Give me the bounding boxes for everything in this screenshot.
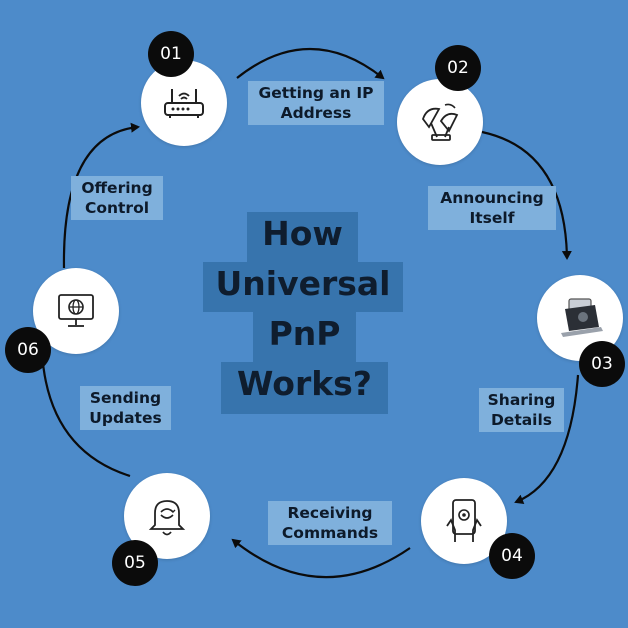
router-icon xyxy=(164,89,204,118)
satellite-dish-icon xyxy=(421,103,459,141)
step-label-sending: Sending Updates xyxy=(80,386,171,430)
step-01-badge: 01 xyxy=(148,31,194,77)
title-line-1: How xyxy=(247,212,358,262)
title-line-4: Works? xyxy=(221,362,388,414)
step-label-offering: Offering Control xyxy=(71,176,163,220)
arrow-03-to-04 xyxy=(514,374,580,504)
step-01-node xyxy=(141,60,227,146)
title-line-2: Universal xyxy=(203,262,403,312)
monitor-globe-icon xyxy=(58,294,94,327)
arrow-04-to-05 xyxy=(231,538,411,579)
step-04-badge: 04 xyxy=(489,533,535,579)
step-05-badge: 05 xyxy=(112,540,158,586)
step-03-badge: 03 xyxy=(579,341,625,387)
arrow-01-to-02 xyxy=(236,47,385,80)
title-line-3: PnP xyxy=(253,312,356,362)
bell-icon xyxy=(148,500,186,536)
step-label-sharing: Sharing Details xyxy=(479,388,564,432)
step-06-badge: 06 xyxy=(5,327,51,373)
step-label-getting-ip: Getting an IP Address xyxy=(248,81,384,125)
step-label-announcing: Announcing Itself xyxy=(428,186,556,230)
step-label-receiving: Receiving Commands xyxy=(268,501,392,545)
arrow-02-to-03 xyxy=(481,130,572,260)
laptop-icon xyxy=(561,298,603,337)
arrow-05-to-06 xyxy=(37,350,131,478)
step-02-node xyxy=(397,79,483,165)
step-06-node xyxy=(33,268,119,354)
touch-tablet-icon xyxy=(446,499,482,542)
step-02-badge: 02 xyxy=(435,45,481,91)
arrow-06-to-01 xyxy=(62,122,140,269)
